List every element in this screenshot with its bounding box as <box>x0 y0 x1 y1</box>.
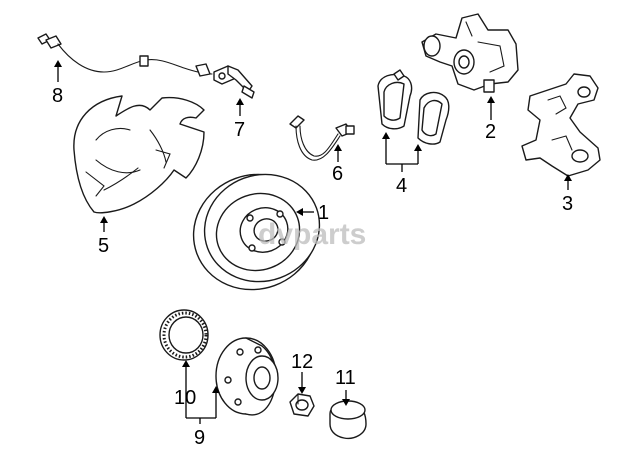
hub-nut-drawing <box>289 393 315 417</box>
tone-ring-drawing <box>159 309 209 361</box>
brake-hose-drawing <box>289 115 355 161</box>
callout-3: 3 <box>562 193 573 215</box>
caliper-drawing <box>421 13 519 93</box>
callout-10: 10 <box>174 387 196 409</box>
leader-lines <box>54 60 572 424</box>
callout-2: 2 <box>485 121 496 143</box>
brake-rotor-drawing <box>192 173 321 291</box>
callout-4: 4 <box>396 175 407 197</box>
sensor-wire-drawing <box>37 33 213 77</box>
callout-9: 9 <box>194 427 205 449</box>
brake-pads-drawing <box>377 69 450 145</box>
watermark-text: dvparts <box>258 218 366 251</box>
hub-assembly-drawing <box>215 337 279 416</box>
callout-8: 8 <box>52 85 63 107</box>
callout-6: 6 <box>332 163 343 185</box>
abs-sensor-drawing <box>213 65 255 99</box>
callout-labels: 1 2 3 4 5 6 7 8 9 10 11 12 <box>52 85 573 449</box>
splash-shield-drawing <box>73 95 205 214</box>
caliper-bracket-drawing <box>521 73 601 177</box>
dust-cap-drawing <box>329 400 367 440</box>
callout-11: 11 <box>335 367 356 389</box>
callout-1: 1 <box>318 202 329 224</box>
callout-5: 5 <box>98 235 109 257</box>
callout-12: 12 <box>291 351 313 373</box>
callout-7: 7 <box>234 119 245 141</box>
